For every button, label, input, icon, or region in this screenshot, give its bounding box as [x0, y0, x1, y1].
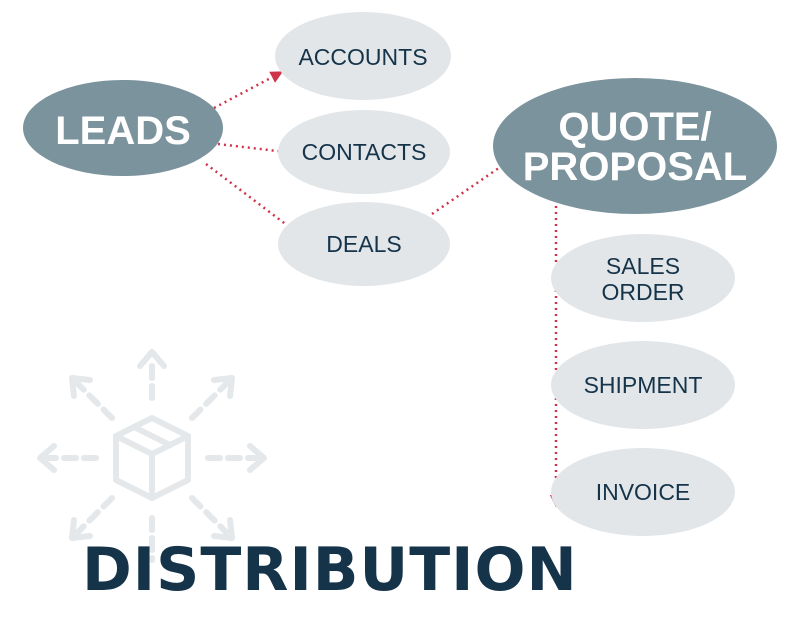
node-shipment-label: SHIPMENT [584, 372, 703, 398]
node-accounts-label: ACCOUNTS [298, 44, 427, 70]
node-quote-label-line2: PROPOSAL [523, 145, 747, 189]
node-accounts: ACCOUNTS [275, 12, 451, 100]
node-sales-order: SALES ORDER [551, 234, 735, 322]
node-invoice: INVOICE [551, 448, 735, 536]
connector-leads-contacts [217, 142, 296, 158]
page-title: DISTRIBUTION [82, 535, 578, 605]
connector-leads-accounts [213, 70, 284, 110]
node-deals-label: DEALS [326, 231, 401, 257]
distribution-icon [37, 349, 267, 563]
node-quote-label-line1: QUOTE/ [558, 105, 711, 149]
node-sales-order-label-line1: SALES [606, 253, 680, 279]
node-shipment: SHIPMENT [551, 341, 735, 429]
node-invoice-label: INVOICE [596, 479, 691, 505]
node-leads-label: LEADS [55, 109, 191, 153]
node-quote-proposal: QUOTE/ PROPOSAL [493, 78, 777, 214]
node-leads: LEADS [23, 80, 223, 176]
node-contacts: CONTACTS [278, 110, 450, 194]
node-contacts-label: CONTACTS [302, 139, 427, 165]
node-sales-order-label-line2: ORDER [601, 279, 684, 305]
node-deals: DEALS [278, 202, 450, 286]
